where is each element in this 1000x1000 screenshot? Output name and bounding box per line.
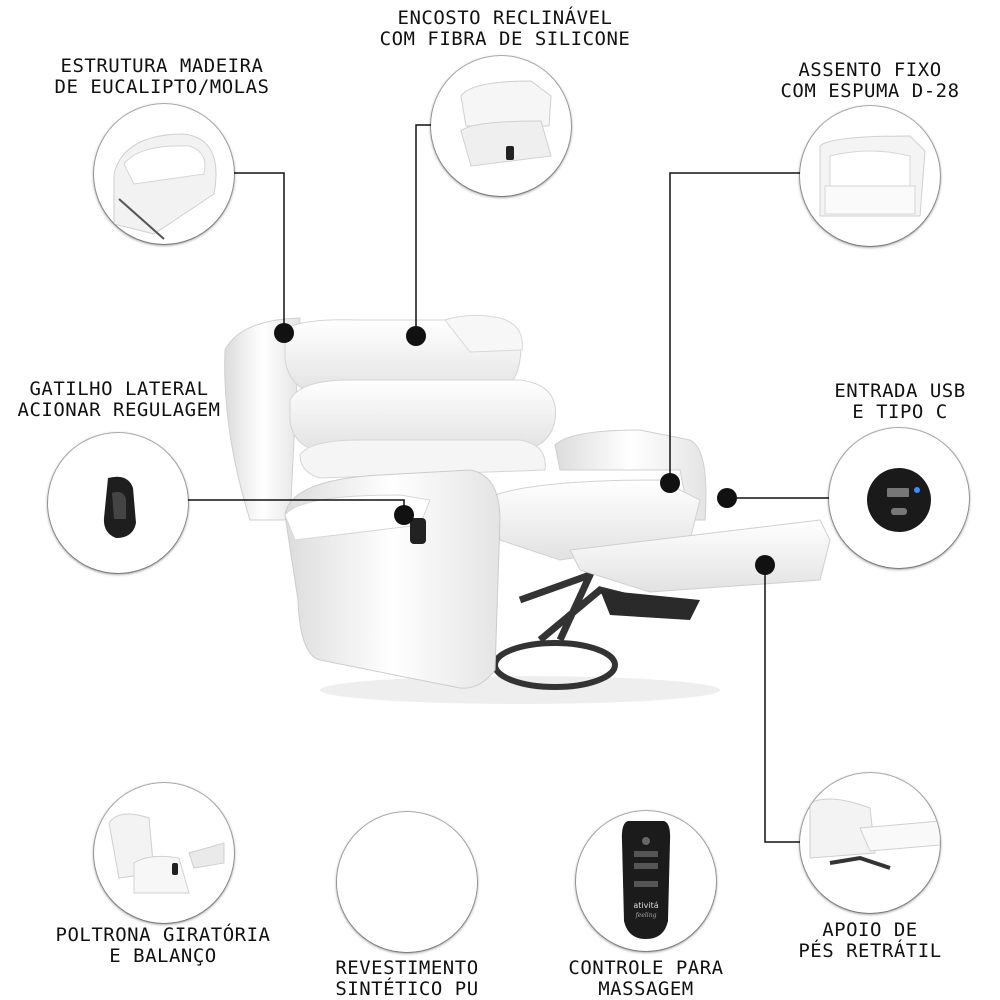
label-encosto-line2: COM FIBRA DE SILICONE	[379, 28, 631, 50]
label-revestimento-line1: REVESTIMENTO	[335, 957, 479, 979]
label-estrutura: ESTRUTURA MADEIRA DE EUCALIPTO/MOLAS	[52, 56, 272, 98]
callout-dot-estrutura	[274, 323, 294, 343]
thumb-giratoria	[94, 783, 234, 923]
label-apoio-line1: APOIO DE	[822, 919, 918, 941]
label-estrutura-line1: ESTRUTURA MADEIRA	[60, 55, 264, 77]
label-revestimento-line2: SINTÉTICO PU	[335, 978, 479, 1000]
remote-sub: feeling	[635, 912, 657, 919]
label-assento-line2: COM ESPUMA D-28	[780, 80, 960, 102]
callout-dot-assento	[660, 473, 680, 493]
label-encosto-line1: ENCOSTO RECLINÁVEL	[397, 7, 613, 29]
label-assento: ASSENTO FIXO COM ESPUMA D-28	[760, 60, 980, 102]
label-usb: ENTRADA USB E TIPO C	[820, 381, 980, 423]
label-revestimento: REVESTIMENTO SINTÉTICO PU	[317, 958, 497, 1000]
label-giratoria: POLTRONA GIRATÓRIA E BALANÇO	[48, 925, 278, 967]
thumb-revestimento	[337, 812, 477, 952]
label-usb-line2: E TIPO C	[852, 401, 948, 423]
thumb-assento	[800, 106, 940, 246]
label-gatilho-line2: ACIONAR REGULAGEM	[17, 399, 221, 421]
remote-brand: ativitá	[633, 901, 658, 910]
thumb-gatilho	[48, 433, 188, 573]
thumb-usb	[829, 428, 969, 568]
thumb-encosto	[431, 56, 571, 196]
callout-dot-usb	[717, 488, 737, 508]
label-giratoria-line1: POLTRONA GIRATÓRIA	[55, 924, 271, 946]
label-encosto: ENCOSTO RECLINÁVEL COM FIBRA DE SILICONE	[375, 8, 635, 50]
callout-dot-gatilho	[394, 505, 414, 525]
label-controle-line1: CONTROLE PARA	[568, 957, 724, 979]
label-giratoria-line2: E BALANÇO	[109, 945, 217, 967]
label-controle: CONTROLE PARA MASSAGEM	[556, 958, 736, 1000]
thumb-apoio	[800, 773, 940, 913]
thumb-controle: ativitá feeling	[576, 811, 716, 951]
label-usb-line1: ENTRADA USB	[834, 380, 966, 402]
label-gatilho: GATILHO LATERAL ACIONAR REGULAGEM	[4, 379, 234, 421]
label-gatilho-line1: GATILHO LATERAL	[29, 378, 209, 400]
label-apoio-line2: PÉS RETRÁTIL	[798, 940, 942, 962]
thumb-estrutura	[94, 104, 234, 244]
label-controle-line2: MASSAGEM	[598, 978, 694, 1000]
callout-dot-encosto	[406, 326, 426, 346]
label-apoio: APOIO DE PÉS RETRÁTIL	[790, 920, 950, 962]
label-assento-line1: ASSENTO FIXO	[798, 59, 942, 81]
label-estrutura-line2: DE EUCALIPTO/MOLAS	[54, 76, 270, 98]
callout-dot-apoio	[755, 555, 775, 575]
